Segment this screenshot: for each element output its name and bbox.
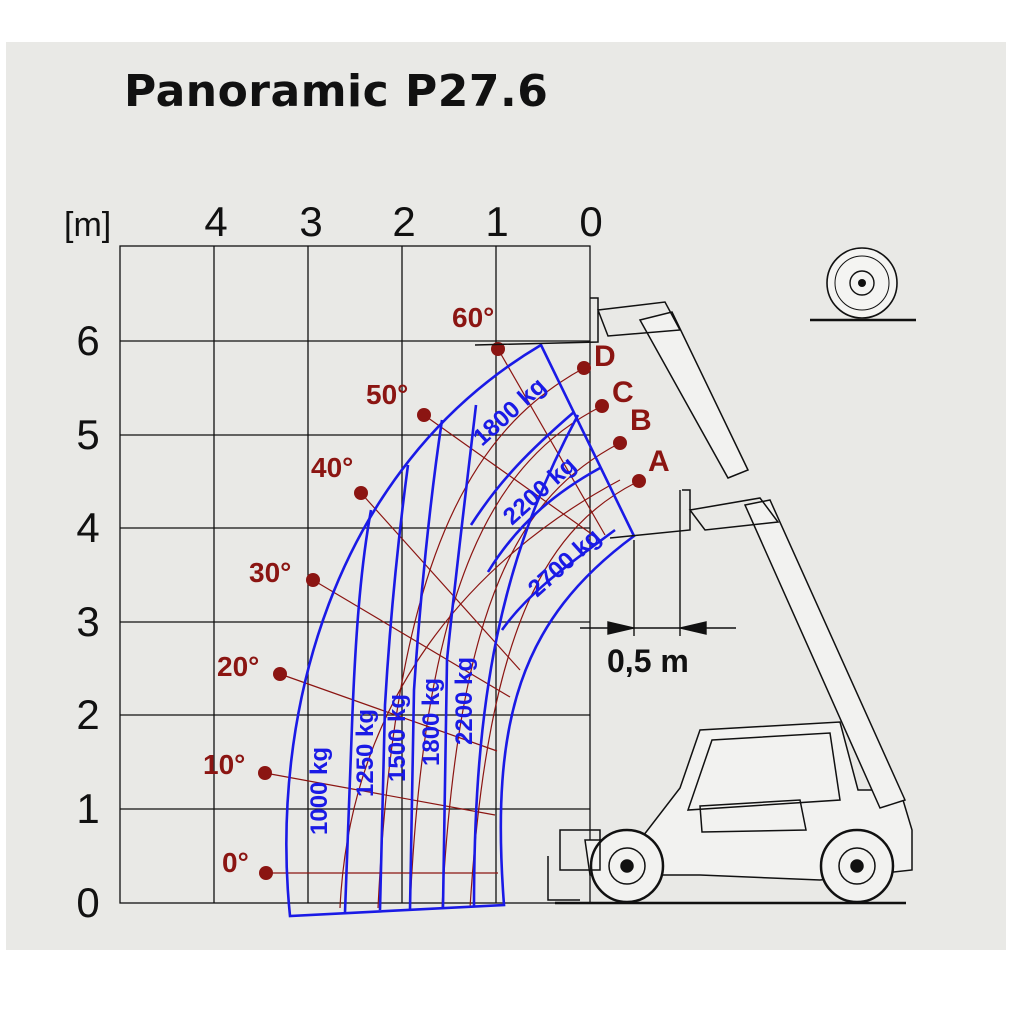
load-line-2200 bbox=[441, 404, 478, 908]
zone-label-a: A bbox=[648, 445, 670, 478]
page-title: Panoramic P27.6 bbox=[124, 66, 549, 117]
angle-label-40: 40° bbox=[311, 452, 353, 483]
load-label-2700-curved: 2700 kg bbox=[523, 523, 607, 602]
boom-raised bbox=[638, 311, 750, 479]
zone-label-b: B bbox=[630, 404, 652, 437]
load-label-1800-vertical: 1800 kg bbox=[418, 678, 445, 766]
angle-markers bbox=[258, 342, 646, 880]
angle-label-0: 0° bbox=[222, 847, 249, 878]
arc-b bbox=[441, 442, 621, 909]
angle-line-60 bbox=[497, 348, 606, 536]
grid bbox=[119, 245, 591, 904]
angle-dot-50 bbox=[417, 408, 431, 422]
dimension-marker bbox=[580, 490, 736, 636]
angle-label-30: 30° bbox=[249, 557, 291, 588]
load-label-1500: 1500 kg bbox=[384, 694, 411, 782]
y-tick-5: 5 bbox=[76, 411, 99, 458]
load-curves bbox=[285, 343, 636, 918]
angle-line-40 bbox=[360, 492, 521, 671]
front-wheel-center bbox=[620, 859, 634, 873]
y-tick-6: 6 bbox=[76, 317, 99, 364]
boom-mid bbox=[743, 499, 907, 809]
angle-label-60: 60° bbox=[452, 302, 494, 333]
y-tick-1: 1 bbox=[76, 785, 99, 832]
angle-dot-30 bbox=[306, 573, 320, 587]
rear-wheel-hub bbox=[838, 847, 876, 885]
zone-label-d: D bbox=[594, 340, 616, 373]
zone-dot-c bbox=[595, 399, 609, 413]
angle-line-10 bbox=[264, 772, 496, 816]
x-tick-0: 0 bbox=[579, 198, 602, 245]
angle-dot-0 bbox=[259, 866, 273, 880]
load-label-2200-vertical: 2200 kg bbox=[451, 657, 478, 745]
unit-label: [m] bbox=[64, 206, 111, 244]
tire-icon bbox=[810, 247, 916, 322]
zone-dot-d bbox=[577, 361, 591, 375]
load-line-1250 bbox=[343, 509, 373, 913]
x-tick-4: 4 bbox=[204, 198, 227, 245]
angle-label-20: 20° bbox=[217, 651, 259, 682]
rear-wheel-center bbox=[850, 859, 864, 873]
load-curve-2200 bbox=[486, 466, 601, 573]
angle-label-10: 10° bbox=[203, 749, 245, 780]
dimension-arrow bbox=[679, 621, 707, 635]
x-tick-2: 2 bbox=[392, 198, 415, 245]
x-tick-1: 1 bbox=[485, 198, 508, 245]
zone-label-c: C bbox=[612, 376, 634, 409]
angle-dot-60 bbox=[491, 342, 505, 356]
load-line-1500 bbox=[378, 464, 410, 911]
load-curve-1800 bbox=[469, 411, 575, 526]
zone-dot-b bbox=[613, 436, 627, 450]
zone-arcs bbox=[339, 367, 640, 909]
angle-label-50: 50° bbox=[366, 379, 408, 410]
load-line-2200b bbox=[472, 414, 580, 907]
dimension-arrow bbox=[607, 621, 635, 635]
forks-lowered bbox=[547, 829, 601, 901]
cab-door-panel bbox=[699, 799, 807, 833]
angle-dot-10 bbox=[258, 766, 272, 780]
y-tick-4: 4 bbox=[76, 504, 99, 551]
arc-d bbox=[377, 367, 585, 909]
y-tick-0: 0 bbox=[76, 879, 99, 926]
load-label-1250: 1250 kg bbox=[352, 709, 379, 797]
load-envelope bbox=[285, 343, 636, 918]
forks-mid bbox=[609, 489, 780, 539]
y-tick-3: 3 bbox=[76, 598, 99, 645]
zone-dot-a bbox=[632, 474, 646, 488]
load-curve-2700 bbox=[500, 528, 616, 631]
arc-c bbox=[409, 405, 603, 909]
y-tick-2: 2 bbox=[76, 691, 99, 738]
load-label-1000: 1000 kg bbox=[306, 747, 333, 835]
x-tick-3: 3 bbox=[299, 198, 322, 245]
arc-a bbox=[469, 480, 640, 909]
dimension-label: 0,5 m bbox=[607, 643, 689, 679]
angle-line-50 bbox=[423, 414, 601, 541]
angle-dot-40 bbox=[354, 486, 368, 500]
telehandler-drawing bbox=[474, 297, 913, 905]
angle-dot-20 bbox=[273, 667, 287, 681]
forks-raised bbox=[474, 297, 682, 346]
front-wheel-hub bbox=[608, 847, 646, 885]
arc-inner bbox=[339, 479, 621, 909]
load-label-1800-curved: 1800 kg bbox=[468, 372, 552, 451]
load-line-1800 bbox=[408, 419, 444, 910]
cab-window bbox=[686, 732, 841, 811]
